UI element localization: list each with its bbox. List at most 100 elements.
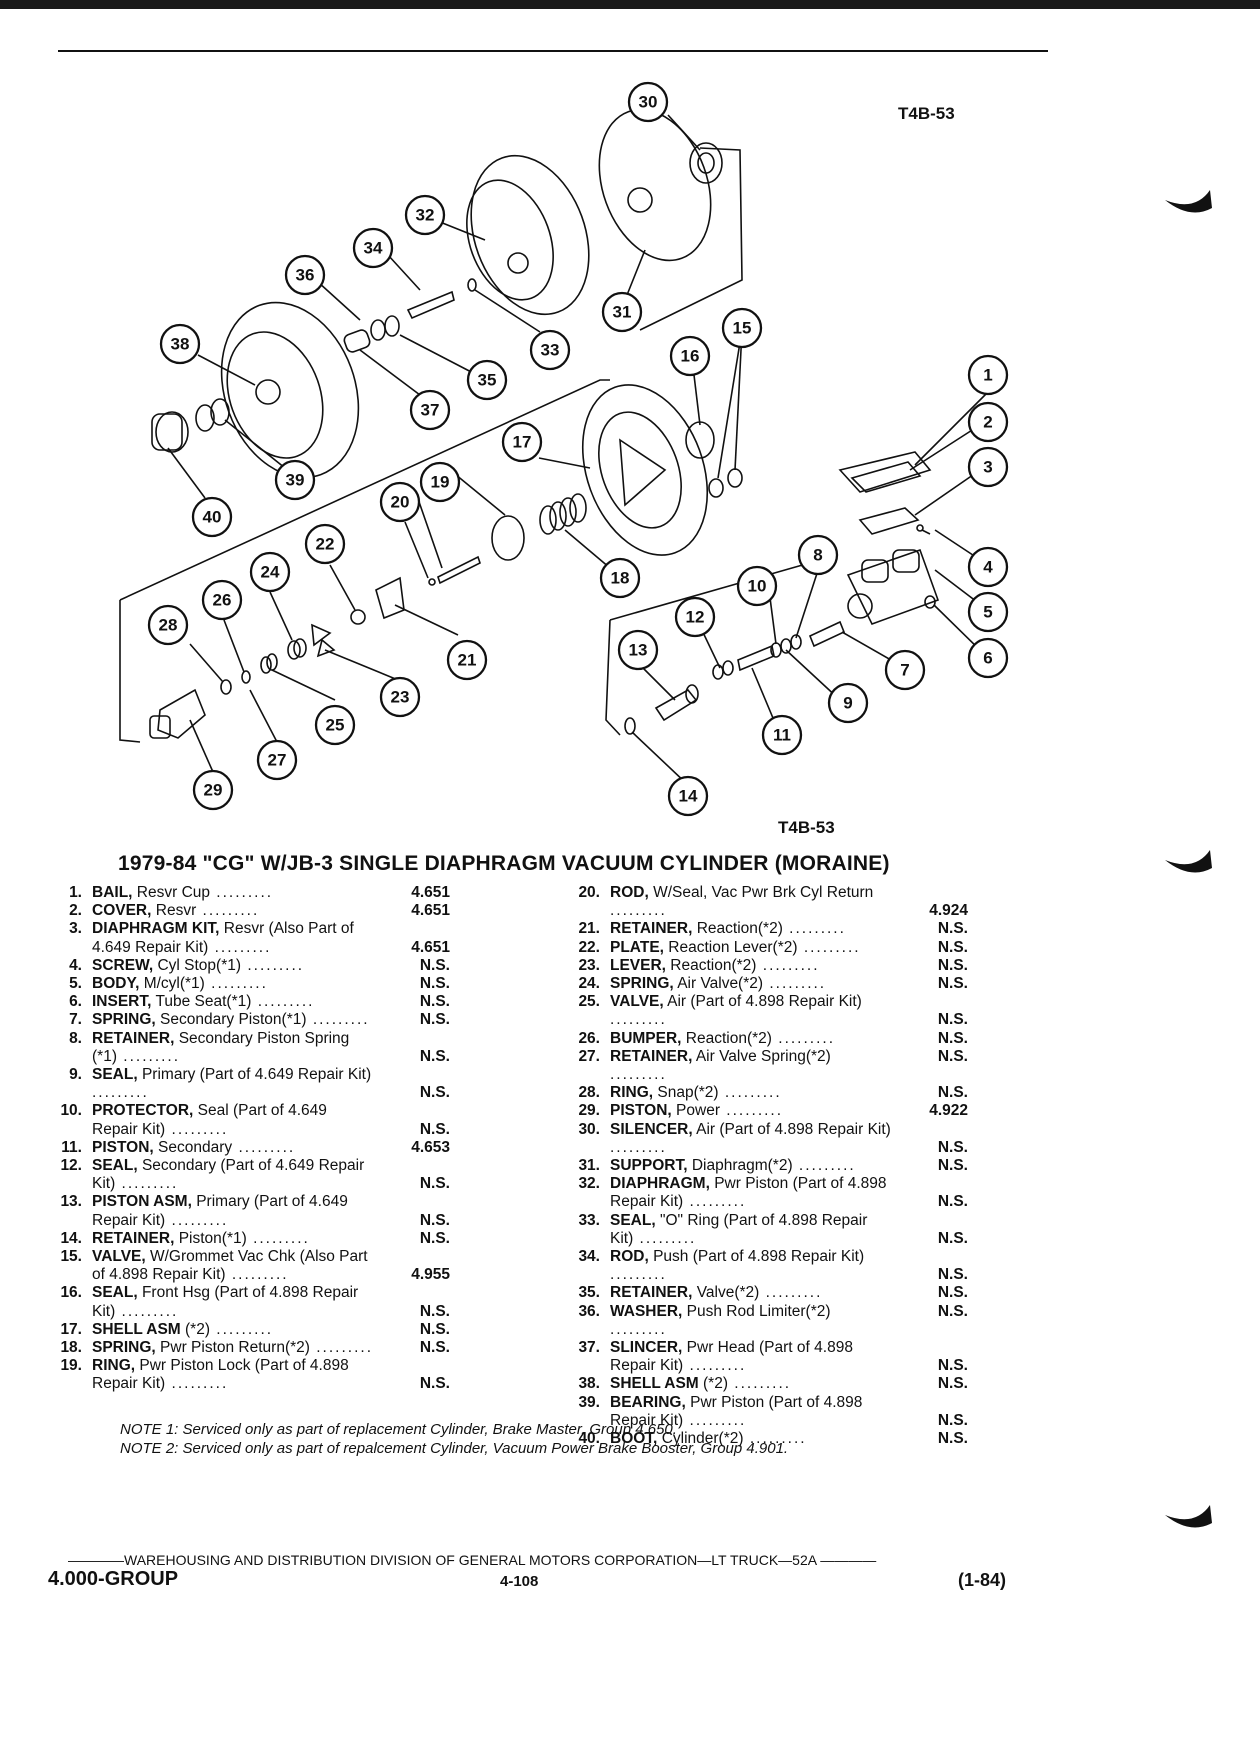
group-number: N.S. [937,1157,968,1175]
part-name: SEAL, [92,1284,138,1302]
svg-text:30: 30 [639,93,658,112]
part-description: INSERT, Tube Seat(*1) ......... [92,993,374,1011]
part-name: SUPPORT, [610,1157,688,1175]
svg-text:7: 7 [900,661,909,680]
leader-dots: ......... [718,1084,782,1102]
part-description: BEARING, Pwr Piston (Part of 4.898 Repai… [610,1394,892,1430]
leader-dots: ......... [763,975,827,993]
part-row: 17.SHELL ASM (*2) .........N.S. [30,1321,450,1339]
group-number: N.S. [937,975,968,993]
callout-37: 37 [409,389,451,431]
part-description: BOOT, Cylinder(*2) ......... [610,1430,892,1448]
svg-text:33: 33 [541,341,560,360]
part-row: 22.PLATE, Reaction Lever(*2) .........N.… [548,939,968,957]
spring-7-drawing [808,620,846,648]
part-detail: Valve(*2) [696,1284,760,1302]
svg-text:20: 20 [391,493,410,512]
part-number: 25. [578,993,600,1011]
group-number: N.S. [937,1047,968,1065]
part-description: PISTON, Power ......... [610,1102,892,1120]
callout-3: 3 [967,446,1009,488]
part-row: 34.ROD, Push (Part of 4.898 Repair Kit) … [548,1248,968,1284]
part-name: PISTON, [610,1102,672,1120]
part-detail: Pwr Piston Return(*2) [160,1339,310,1357]
callout-38: 38 [159,323,201,365]
leader-dots: ......... [610,1066,667,1084]
part-detail: Snap(*2) [657,1084,719,1102]
svg-text:3: 3 [983,458,992,477]
part-detail: Pwr Piston (Part of 4.898 Repair Kit) [610,1393,863,1429]
part-detail: Cyl Stop(*1) [157,956,242,974]
leader-dots: ......... [210,884,274,901]
part-description: SHELL ASM (*2) ......... [610,1375,892,1393]
callout-26: 26 [201,579,243,621]
callout-1: 1 [967,354,1009,396]
part-row: 36.WASHER, Push Rod Limiter(*2) ........… [548,1303,968,1339]
part-name: LEVER, [610,956,666,974]
footer-publisher-line: ————WAREHOUSING AND DISTRIBUTION DIVISIO… [68,1552,877,1568]
part-description: RING, Snap(*2) ......... [610,1084,892,1102]
insert-6-drawing [924,595,936,609]
part-name: SPRING, [92,1339,156,1357]
group-number: N.S. [937,1284,968,1302]
header-rule [58,50,1048,52]
callout-35: 35 [466,359,508,401]
group-number: N.S. [419,1320,450,1338]
rod-20-drawing [428,555,481,586]
callout-4: 4 [967,546,1009,588]
part-detail: Piston(*1) [178,1229,247,1247]
part-name: RETAINER, [610,1284,693,1302]
part-number: 14. [60,1229,82,1247]
master-cylinder-5-drawing [846,548,940,625]
group-number: N.S. [419,1175,450,1193]
group-number: N.S. [937,1011,968,1029]
leader-dots: ......... [610,902,667,920]
bumper-26-drawing [241,670,251,684]
svg-text:27: 27 [268,751,287,770]
callout-2: 2 [967,401,1009,443]
part-detail: Secondary Piston Spring (*1) [92,1029,350,1065]
reservoir-cover-1-2-drawing [838,451,932,493]
part-description: SPRING, Pwr Piston Return(*2) ......... [92,1339,374,1357]
group-number: N.S. [419,993,450,1011]
part-detail: (*2) [185,1320,210,1338]
part-row: 35.RETAINER, Valve(*2) .........N.S. [548,1284,968,1302]
part-name: COVER, [92,902,152,920]
callout-30: 30 [627,81,669,123]
spring-24-drawing [287,638,307,660]
seal-33-drawing [467,278,477,292]
group-number: N.S. [419,1229,450,1247]
part-description: PROTECTOR, Seal (Part of 4.649 Repair Ki… [92,1102,374,1138]
callout-16: 16 [669,335,711,377]
part-row: 2.COVER, Resvr .........4.651 [30,902,450,920]
leader-dots: ......... [251,993,315,1011]
leader-dots: ......... [610,1266,667,1284]
part-name: ROD, [610,1248,649,1266]
part-detail: Primary (Part of 4.649 Repair Kit) [141,1066,372,1084]
svg-text:4: 4 [983,558,993,577]
callout-23: 23 [379,676,421,718]
part-number: 38. [578,1375,600,1393]
callout-19: 19 [419,461,461,503]
part-name: BODY, [92,975,140,993]
part-name: SCREW, [92,956,154,974]
callout-39: 39 [274,459,316,501]
part-detail: Pwr Piston Lock (Part of 4.898 Repair Ki… [92,1357,349,1393]
leader-dots: ......... [241,956,305,974]
callout-15: 15 [721,307,763,349]
svg-text:21: 21 [458,651,477,670]
svg-text:13: 13 [629,641,648,660]
callout-25: 25 [314,704,356,746]
callout-12: 12 [674,596,716,638]
part-detail: Pwr Head (Part of 4.898 Repair Kit) [610,1339,853,1375]
part-row: 6.INSERT, Tube Seat(*1) .........N.S. [30,993,450,1011]
svg-text:8: 8 [813,546,822,565]
part-number: 29. [578,1102,600,1120]
callout-5: 5 [967,591,1009,633]
leader-dots: ......... [196,902,260,920]
svg-text:35: 35 [478,371,497,390]
group-number: 4.922 [929,1102,968,1120]
part-description: SPRING, Secondary Piston(*1) ......... [92,1011,374,1029]
group-number: N.S. [419,1339,450,1357]
